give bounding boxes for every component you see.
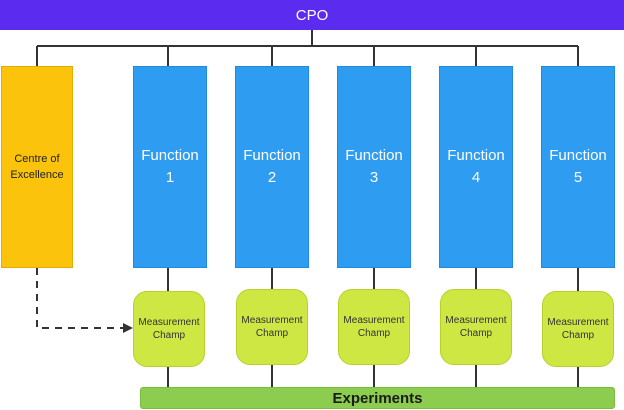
centre-of-excellence-line2: Excellence <box>10 169 64 181</box>
measurement-champ-4-box: Measurement Champ <box>440 289 512 365</box>
experiments-label: Experiments <box>332 389 423 407</box>
function-3-box: Function 3 <box>337 66 411 268</box>
function-3-word: Function <box>345 147 403 164</box>
measurement-champ-4-line2: Champ <box>459 328 493 339</box>
measurement-champ-5-line1: Measurement <box>547 317 609 328</box>
coe-to-champ-dashed-arrow <box>36 268 124 329</box>
measurement-champ-2-line1: Measurement <box>241 315 303 326</box>
measurement-champ-5-box: Measurement Champ <box>542 291 614 367</box>
centre-of-excellence-label: Centre of Excellence <box>10 151 63 183</box>
measurement-champ-1-line2: Champ <box>152 330 186 341</box>
function-1-word: Function <box>141 147 199 164</box>
function-2-box: Function 2 <box>235 66 309 268</box>
function-2-word: Function <box>243 147 301 164</box>
experiments-bar: Experiments <box>140 387 615 409</box>
measurement-champ-3-box: Measurement Champ <box>338 289 410 365</box>
measurement-champ-5-line2: Champ <box>561 330 595 341</box>
cpo-label: CPO <box>295 6 329 24</box>
dashed-arrowhead <box>123 323 133 333</box>
function-5-box: Function 5 <box>541 66 615 268</box>
measurement-champ-1-line1: Measurement <box>138 317 200 328</box>
cpo-bar: CPO <box>0 0 624 30</box>
centre-of-excellence-box: Centre of Excellence <box>1 66 73 268</box>
measurement-champ-3-line1: Measurement <box>343 315 405 326</box>
function-3-number: 3 <box>369 169 379 186</box>
centre-of-excellence-line1: Centre of <box>14 153 60 165</box>
measurement-champ-2-box: Measurement Champ <box>236 289 308 365</box>
function-5-word: Function <box>549 147 607 164</box>
function-4-box: Function 4 <box>439 66 513 268</box>
measurement-champ-1-box: Measurement Champ <box>133 291 205 367</box>
measurement-champ-2-line2: Champ <box>255 328 289 339</box>
function-1-box: Function 1 <box>133 66 207 268</box>
function-2-number: 2 <box>267 169 277 186</box>
function-1-number: 1 <box>165 169 175 186</box>
function-5-number: 5 <box>573 169 583 186</box>
function-4-word: Function <box>447 147 505 164</box>
measurement-champ-4-line1: Measurement <box>445 315 507 326</box>
measurement-champ-3-line2: Champ <box>357 328 391 339</box>
function-4-number: 4 <box>471 169 481 186</box>
